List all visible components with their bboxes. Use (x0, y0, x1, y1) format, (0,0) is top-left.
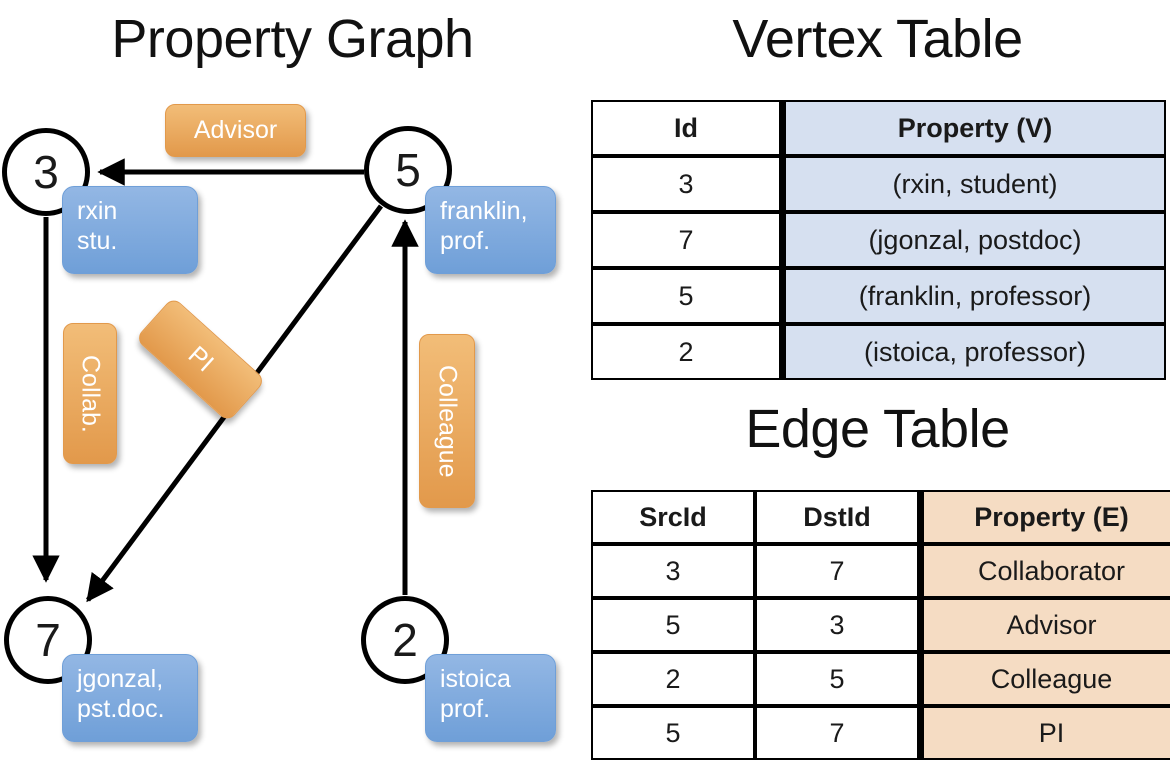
edge-table-header-srcid: SrcId (591, 490, 755, 544)
node-property-box-5[interactable]: franklin, prof. (425, 186, 556, 274)
graph-node-3-label: 3 (33, 146, 59, 198)
table-row[interactable]: 3 (rxin, student) (591, 156, 1166, 212)
vertex-id-cell: 7 (591, 212, 781, 268)
edge-label-colleague[interactable]: Colleague (419, 334, 475, 508)
vertex-property-cell: (franklin, professor) (781, 268, 1166, 324)
vertex-table: Id Property (V) 3 (rxin, student) 7 (jgo… (591, 100, 1166, 380)
vertex-property-cell: (jgonzal, postdoc) (781, 212, 1166, 268)
edge-srcid-cell: 3 (591, 544, 755, 598)
edge-dstid-cell: 7 (755, 544, 919, 598)
edge-srcid-cell: 5 (591, 706, 755, 760)
vertex-table-header-row: Id Property (V) (591, 100, 1166, 156)
page-title-vertex-table: Vertex Table (732, 9, 1023, 69)
vertex-property-cell: (istoica, professor) (781, 324, 1166, 380)
vertex-id-cell: 3 (591, 156, 781, 212)
node-property-7-line1: jgonzal, (77, 665, 164, 693)
edge-dstid-cell: 5 (755, 652, 919, 706)
node-property-3-line1: rxin (77, 197, 118, 225)
node-property-5-line1: franklin, (440, 197, 528, 225)
vertex-property-cell: (rxin, student) (781, 156, 1166, 212)
edge-table-header-row: SrcId DstId Property (E) (591, 490, 1170, 544)
vertex-table-header-property: Property (V) (781, 100, 1166, 156)
edge-table-header-dstid: DstId (755, 490, 919, 544)
edge-dstid-cell: 3 (755, 598, 919, 652)
vertex-table-header-id: Id (591, 100, 781, 156)
table-row[interactable]: 5 (franklin, professor) (591, 268, 1166, 324)
edge-property-cell: Collaborator (919, 544, 1170, 598)
node-property-box-7[interactable]: jgonzal, pst.doc. (62, 654, 198, 742)
node-property-2-line2: prof. (440, 694, 491, 723)
graph-node-5-label: 5 (395, 144, 421, 196)
table-row[interactable]: 2 (istoica, professor) (591, 324, 1166, 380)
node-property-3-line2: stu. (77, 226, 118, 255)
graph-node-7-label: 7 (35, 614, 61, 666)
edge-label-advisor[interactable]: Advisor (165, 104, 306, 157)
edge-dstid-cell: 7 (755, 706, 919, 760)
table-row[interactable]: 5 3 Advisor (591, 598, 1170, 652)
property-graph-diagram: 3 5 7 2 rxin stu. franklin, prof. jgonza… (2, 104, 556, 742)
graph-node-2-label: 2 (392, 614, 418, 666)
vertex-id-cell: 5 (591, 268, 781, 324)
node-property-box-2[interactable]: istoica prof. (425, 654, 556, 742)
vertex-id-cell: 2 (591, 324, 781, 380)
edge-property-cell: PI (919, 706, 1170, 760)
page-title-property-graph: Property Graph (111, 9, 474, 69)
graph-node-5[interactable]: 5 (364, 126, 452, 214)
node-property-box-3[interactable]: rxin stu. (62, 186, 198, 274)
edge-table: SrcId DstId Property (E) 3 7 Collaborato… (591, 490, 1170, 760)
edge-srcid-cell: 2 (591, 652, 755, 706)
edge-srcid-cell: 5 (591, 598, 755, 652)
node-property-2-line1: istoica (440, 665, 511, 693)
node-property-7-line2: pst.doc. (77, 694, 165, 723)
table-row[interactable]: 3 7 Collaborator (591, 544, 1170, 598)
edge-label-collab[interactable]: Collab. (63, 323, 117, 464)
edge-table-header-property: Property (E) (919, 490, 1170, 544)
edge-property-cell: Advisor (919, 598, 1170, 652)
page-title-edge-table: Edge Table (745, 399, 1010, 459)
table-row[interactable]: 7 (jgonzal, postdoc) (591, 212, 1166, 268)
edge-property-cell: Colleague (919, 652, 1170, 706)
table-row[interactable]: 2 5 Colleague (591, 652, 1170, 706)
graph-node-2[interactable]: 2 (361, 596, 449, 684)
node-property-5-line2: prof. (440, 226, 491, 255)
table-row[interactable]: 5 7 PI (591, 706, 1170, 760)
